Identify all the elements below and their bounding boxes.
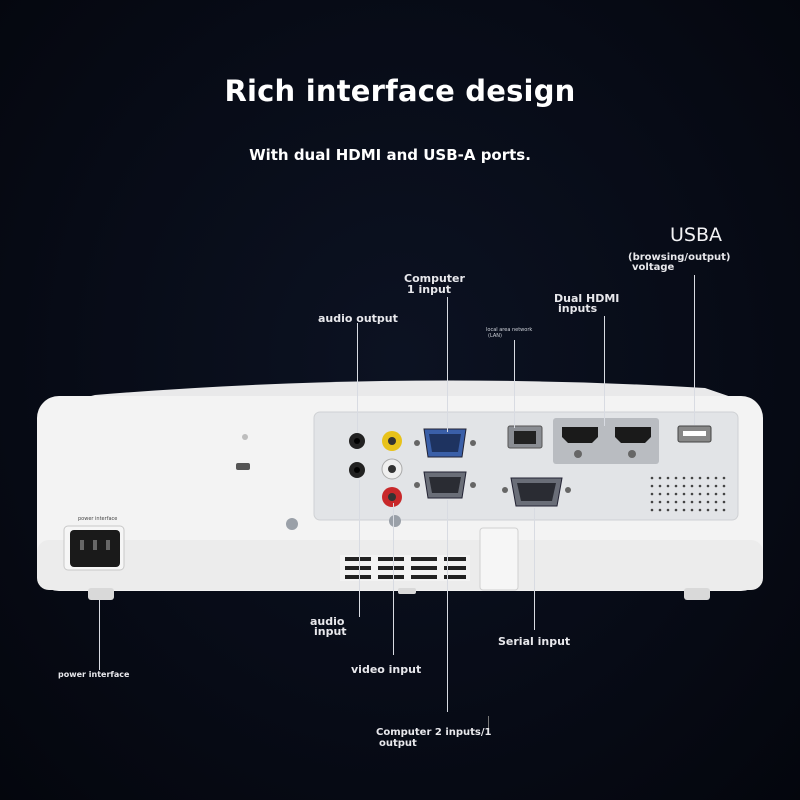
usba-sub-label-2: voltage (632, 262, 675, 273)
serial-input-label: Serial input (498, 635, 571, 648)
audio-input-label-line1: audio (310, 615, 345, 628)
computer2-label-line2: output (379, 738, 417, 749)
lan-label-line1: local area network (486, 327, 533, 333)
page-title: Rich interface design (224, 74, 576, 108)
usba-label: USBA (670, 224, 722, 246)
computer1-label-line2: 1 input (407, 283, 452, 296)
usba-sub-label-1: (browsing/output) (628, 252, 731, 263)
audio-output-label: audio output (318, 312, 398, 325)
audio-input-label-line2: input (314, 625, 347, 638)
power-interface-label: power interface (58, 670, 130, 679)
lan-label-line2: (LAN) (488, 333, 502, 339)
power-socket-tag: power interface (78, 516, 118, 522)
dual-hdmi-label-line1: Dual HDMI (554, 292, 620, 305)
dual-hdmi-label-line2: inputs (558, 302, 598, 315)
computer2-label-line1: Computer 2 inputs/1 (376, 727, 492, 738)
computer1-label-line1: Computer (404, 272, 465, 285)
page-subtitle: With dual HDMI and USB-A ports. (249, 146, 531, 164)
video-input-label: video input (351, 663, 422, 676)
